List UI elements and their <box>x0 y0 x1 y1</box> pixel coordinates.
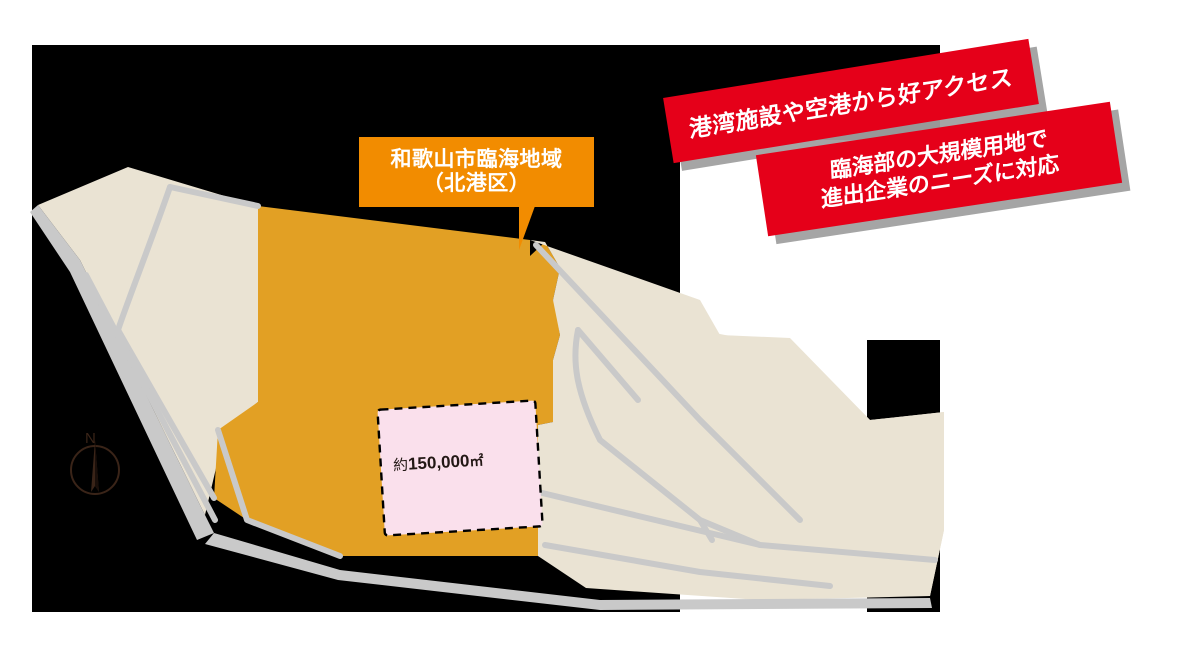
road-coast-right <box>533 242 803 523</box>
parcel-150000 <box>376 399 544 537</box>
road-network <box>83 184 938 589</box>
road-right-4 <box>697 517 715 543</box>
region-callout-line1: 和歌山市臨海地域 <box>390 147 563 171</box>
road-right-1 <box>575 327 641 403</box>
coast-shadow-bottom <box>205 533 932 610</box>
parcel-prefix: 約 <box>392 456 409 475</box>
land-right-extra <box>553 300 944 597</box>
road-left-arc <box>115 184 217 501</box>
region-callout-line2: （北港区） <box>422 172 531 195</box>
land-left-edge-shadow <box>30 205 214 540</box>
road-right-2 <box>535 489 938 563</box>
road-right-3 <box>542 542 833 589</box>
road-right-spine <box>572 327 763 548</box>
region-callout: 和歌山市臨海地域 （北港区） <box>359 137 594 207</box>
road-left-inner <box>167 184 261 209</box>
land-left <box>38 167 258 515</box>
region-callout-tail <box>519 206 535 250</box>
parcel-outline <box>376 399 544 537</box>
road-coast-left <box>83 272 218 523</box>
compass-rose <box>70 440 120 495</box>
road-orange-lower <box>215 427 343 559</box>
parcel-value: 150,000 <box>407 451 470 474</box>
compass-north-label: N <box>85 430 96 447</box>
parcel-unit: ㎡ <box>469 452 484 470</box>
